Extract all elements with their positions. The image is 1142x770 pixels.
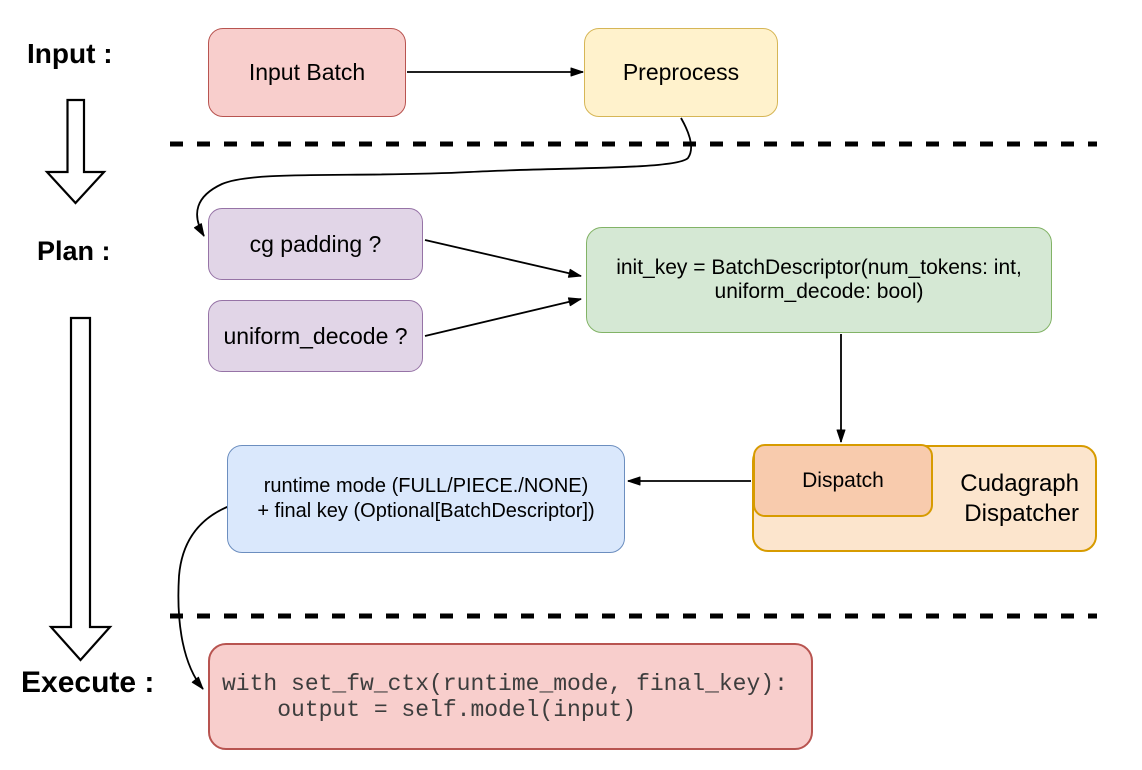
arrow-uniform-decode-to-init-key [424,297,582,337]
node-input-batch: Input Batch [208,28,406,117]
node-preprocess: Preprocess [584,28,778,117]
node-init-key: init_key = BatchDescriptor(num_tokens: i… [586,227,1052,333]
node-uniform-decode-label: uniform_decode ? [223,322,408,349]
stage-label-input: Input : [27,38,113,69]
arrow-preprocess-to-cg-padding [193,117,692,237]
node-runtime-mode: runtime mode (FULL/PIECE./NONE) + final … [227,445,625,553]
node-uniform-decode: uniform_decode ? [208,300,423,372]
stage-label-execute: Execute : [21,666,155,699]
node-cg-padding: cg padding ? [208,208,423,280]
node-init-key-line2: uniform_decode: bool) [714,280,924,303]
arrow-cg-padding-to-init-key [424,239,582,278]
arrow-runtime-mode-to-execute-code [177,504,233,690]
node-cudagraph-line1: Cudagraph [960,469,1079,497]
node-runtime-mode-line2: + final key (Optional[BatchDescriptor]) [257,500,595,522]
node-dispatch: Dispatch [753,444,933,517]
node-cg-padding-label: cg padding ? [249,230,382,257]
node-runtime-mode-line1: runtime mode (FULL/PIECE./NONE) [263,475,589,497]
stage-arrow-input-to-plan [44,98,107,205]
node-preprocess-label: Preprocess [622,59,740,85]
node-execute-code-line1: with set_fw_ctx(runtime_mode, final_key)… [222,670,788,697]
stage-label-plan: Plan : [37,236,111,266]
node-execute-code-line2: output = self.model(input) [222,696,637,723]
node-cudagraph-line2: Dispatcher [964,499,1079,527]
stage-arrow-plan-to-execute [48,316,113,662]
node-dispatch-label: Dispatch [802,468,884,492]
node-input-batch-label: Input Batch [248,59,366,85]
node-init-key-line1: init_key = BatchDescriptor(num_tokens: i… [616,256,1022,279]
node-execute-code: with set_fw_ctx(runtime_mode, final_key)… [208,643,813,750]
